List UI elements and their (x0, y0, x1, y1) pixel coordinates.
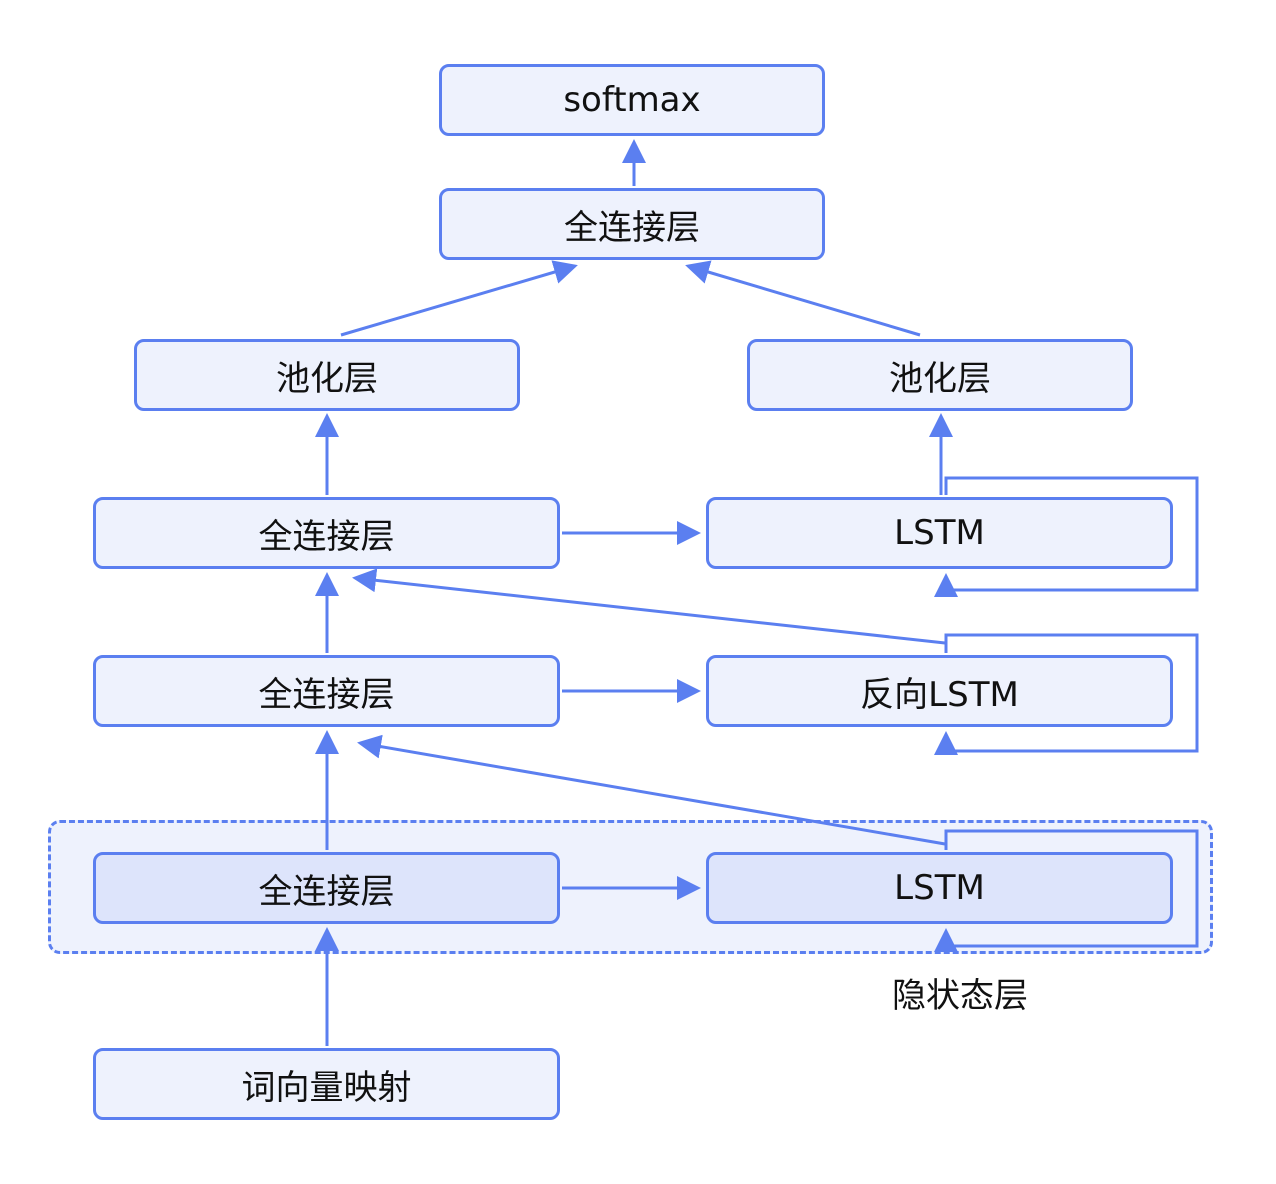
arrow-pool-right-to-fc-top (685, 260, 921, 337)
fc-3-node: 全连接层 (93, 497, 560, 569)
fc-1-label: 全连接层 (258, 871, 395, 912)
softmax-node: softmax (439, 64, 825, 136)
pool-right-node: 池化层 (747, 339, 1133, 411)
reverse-lstm-label: 反向LSTM (860, 674, 1019, 715)
fc-top-label: 全连接层 (564, 207, 700, 248)
fc-2-node: 全连接层 (93, 655, 560, 727)
reverse-lstm-node: 反向LSTM (706, 655, 1173, 727)
loop-lstm2 (934, 633, 1199, 755)
loop-lstm3 (934, 476, 1199, 597)
pool-left-node: 池化层 (134, 339, 520, 411)
fc-1-node: 全连接层 (93, 852, 560, 924)
pool-right-label: 池化层 (889, 358, 991, 399)
lstm-3-node: LSTM (706, 497, 1173, 569)
fc-2-label: 全连接层 (258, 674, 395, 715)
loop-lstm1 (934, 829, 1199, 952)
embedding-node: 词向量映射 (93, 1048, 560, 1120)
arrow-lstm2-to-fc3 (352, 568, 946, 645)
fc-top-node: 全连接层 (439, 188, 825, 260)
lstm-3-label: LSTM (894, 513, 985, 553)
pool-left-label: 池化层 (276, 358, 378, 399)
fc-3-label: 全连接层 (258, 516, 395, 557)
arrow-lstm1-to-fc2 (357, 734, 946, 846)
group-caption: 隐状态层 (892, 976, 1028, 1016)
embedding-label: 词向量映射 (241, 1067, 412, 1108)
lstm-1-node: LSTM (706, 852, 1173, 924)
arrow-pool-left-to-fc-top (340, 260, 578, 337)
softmax-label: softmax (563, 80, 701, 120)
lstm-1-label: LSTM (894, 868, 985, 908)
